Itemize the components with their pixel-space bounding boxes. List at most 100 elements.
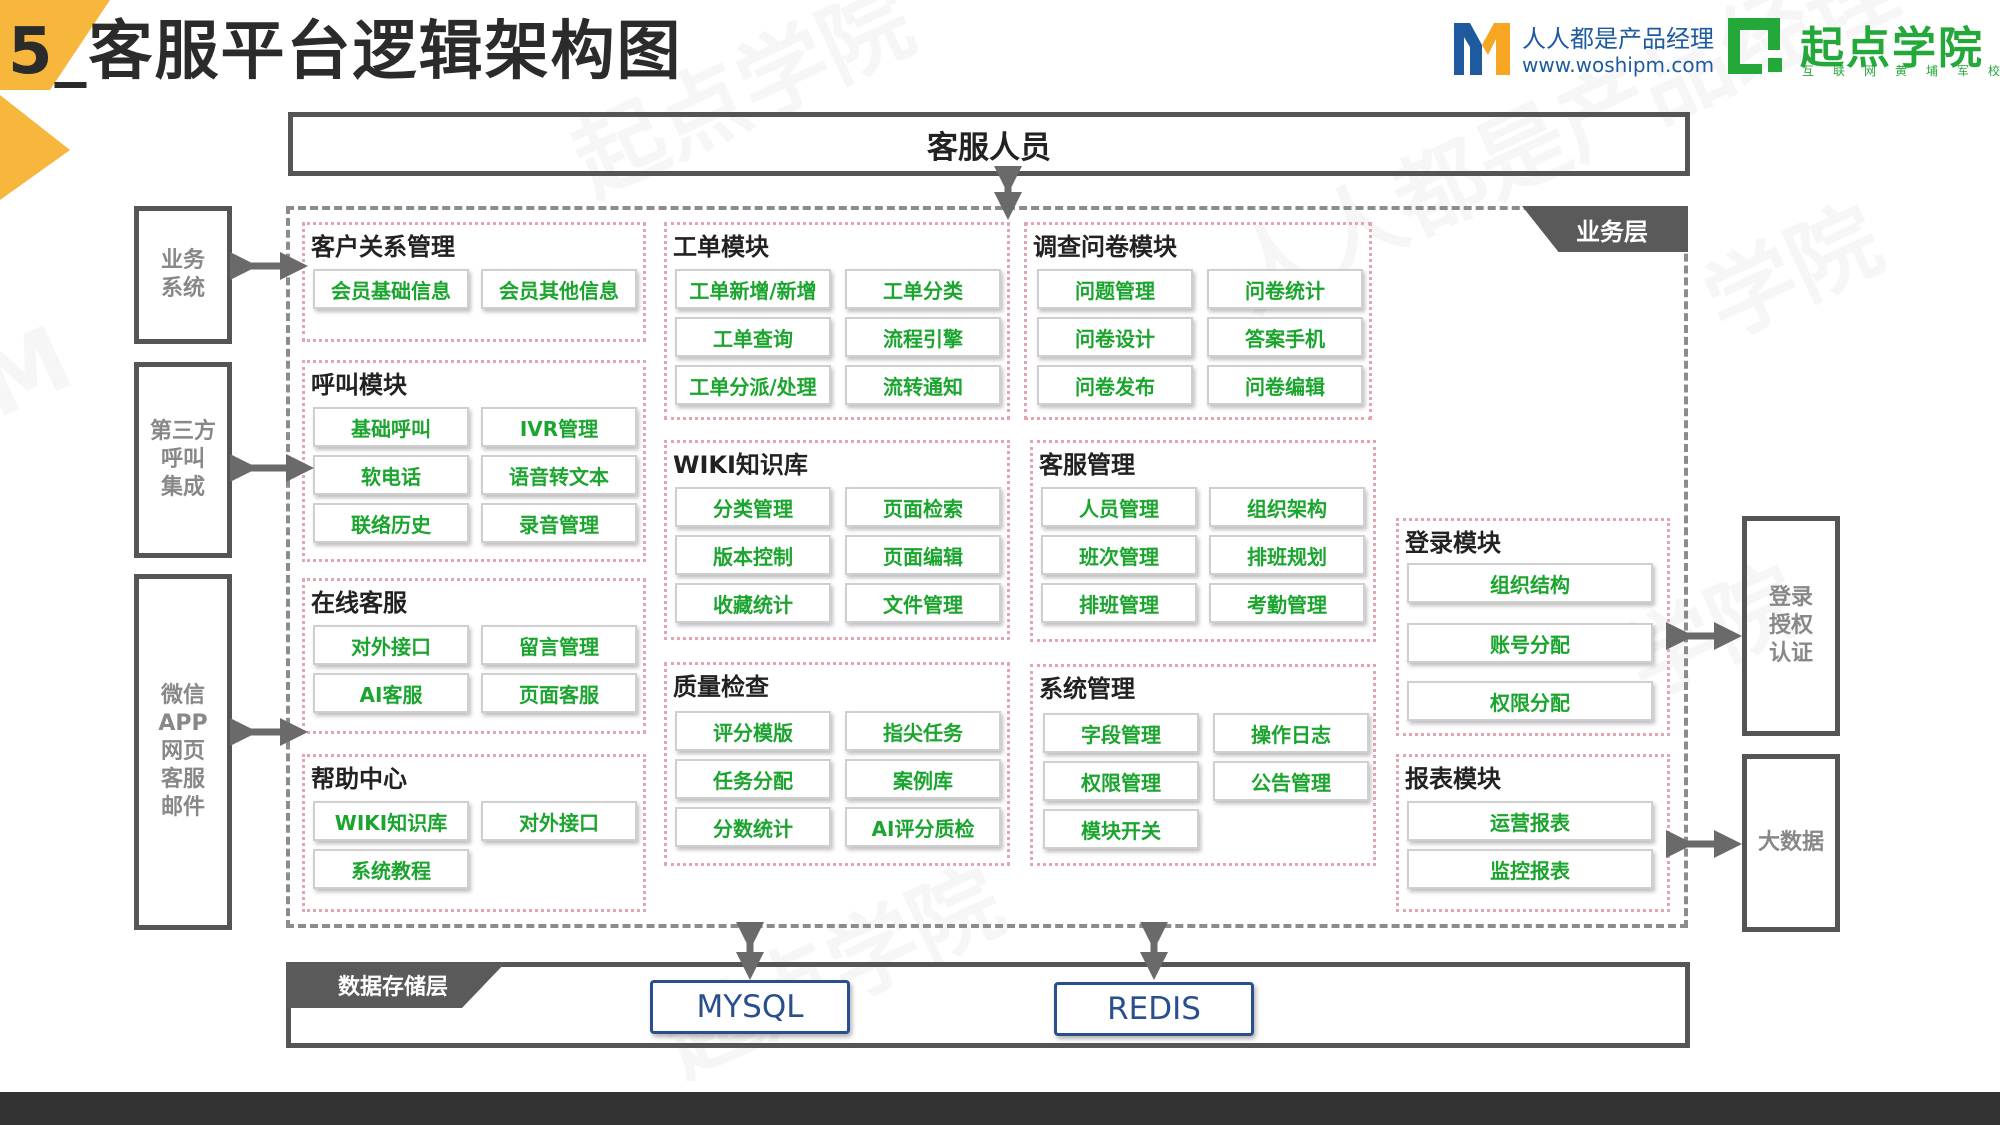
watermark: 学院 <box>1681 168 1899 362</box>
item-announcement[interactable]: 公告管理 <box>1213 761 1369 801</box>
item-page-search[interactable]: 页面检索 <box>845 487 1001 527</box>
module-login: 登录模块 组织结构 账号分配 权限分配 <box>1396 518 1670 736</box>
item-ticket-create[interactable]: 工单新增/新增 <box>675 269 831 309</box>
module-title: 质量检查 <box>673 673 769 701</box>
item-permission-assign[interactable]: 权限分配 <box>1407 681 1653 721</box>
business-layer-tag: 业务层 <box>1522 206 1688 252</box>
module-title: WIKI知识库 <box>673 451 808 479</box>
item-module-switch[interactable]: 模块开关 <box>1043 809 1199 849</box>
item-ticket-category[interactable]: 工单分类 <box>845 269 1001 309</box>
item-web-agent[interactable]: 页面客服 <box>481 673 637 713</box>
item-file-mgmt[interactable]: 文件管理 <box>845 583 1001 623</box>
item-favorite-stats[interactable]: 收藏统计 <box>675 583 831 623</box>
module-title: 登录模块 <box>1405 529 1501 557</box>
module-title: 报表模块 <box>1405 765 1501 793</box>
qidian-logo: 起点学院 互联网黄埔军校 <box>1722 12 2000 82</box>
item-ai-agent[interactable]: AI客服 <box>313 673 469 713</box>
module-report: 报表模块 运营报表 监控报表 <box>1396 754 1670 912</box>
item-fingertip-task[interactable]: 指尖任务 <box>845 711 1001 751</box>
item-field-mgmt[interactable]: 字段管理 <box>1043 713 1199 753</box>
module-help: 帮助中心 WIKI知识库 对外接口 系统教程 <box>302 754 646 912</box>
item-ops-report[interactable]: 运营报表 <box>1407 801 1653 841</box>
item-schedule-plan[interactable]: 排班规划 <box>1209 535 1365 575</box>
qidian-name: 起点学院 <box>1800 23 1984 74</box>
module-call: 呼叫模块 基础呼叫 IVR管理 软电话 语音转文本 联络历史 录音管理 <box>302 360 646 562</box>
item-version-control[interactable]: 版本控制 <box>675 535 831 575</box>
module-system: 系统管理 字段管理 操作日志 权限管理 公告管理 模块开关 <box>1030 664 1376 866</box>
item-org-structure[interactable]: 组织结构 <box>1407 563 1653 603</box>
redis-db: REDIS <box>1054 982 1254 1036</box>
item-question-mgmt[interactable]: 问题管理 <box>1037 269 1193 309</box>
page-title: 5_客服平台逻辑架构图 <box>8 15 683 89</box>
module-title: 工单模块 <box>673 233 769 261</box>
item-task-assign[interactable]: 任务分配 <box>675 759 831 799</box>
module-crm: 客户关系管理 会员基础信息 会员其他信息 <box>302 222 646 342</box>
item-survey-edit[interactable]: 问卷编辑 <box>1207 365 1363 405</box>
q-logo-icon <box>1728 18 1782 74</box>
woshipm-name: 人人都是产品经理 <box>1522 25 1714 53</box>
item-ticket-dispatch[interactable]: 工单分派/处理 <box>675 365 831 405</box>
item-speech-to-text[interactable]: 语音转文本 <box>481 455 637 495</box>
item-member-other-info[interactable]: 会员其他信息 <box>481 269 637 309</box>
business-system-box: 业务 系统 <box>134 206 232 344</box>
third-party-call-box: 第三方 呼叫 集成 <box>134 362 232 558</box>
item-shift-mgmt[interactable]: 班次管理 <box>1041 535 1197 575</box>
module-title: 客户关系管理 <box>311 233 455 261</box>
item-message[interactable]: 留言管理 <box>481 625 637 665</box>
item-category-mgmt[interactable]: 分类管理 <box>675 487 831 527</box>
item-attendance[interactable]: 考勤管理 <box>1209 583 1365 623</box>
item-survey-design[interactable]: 问卷设计 <box>1037 317 1193 357</box>
item-answer-collect[interactable]: 答案手机 <box>1207 317 1363 357</box>
item-workflow-engine[interactable]: 流程引擎 <box>845 317 1001 357</box>
item-staff-mgmt[interactable]: 人员管理 <box>1041 487 1197 527</box>
item-ticket-query[interactable]: 工单查询 <box>675 317 831 357</box>
item-flow-notify[interactable]: 流转通知 <box>845 365 1001 405</box>
mysql-db: MYSQL <box>650 980 850 1034</box>
m-logo-icon <box>1454 23 1510 75</box>
module-wiki: WIKI知识库 分类管理 页面检索 版本控制 页面编辑 收藏统计 文件管理 <box>664 440 1010 640</box>
module-title: 调查问卷模块 <box>1033 233 1177 261</box>
module-ticket: 工单模块 工单新增/新增 工单分类 工单查询 流程引擎 工单分派/处理 流转通知 <box>664 222 1010 420</box>
qidian-slogan: 互联网黄埔军校 <box>1802 64 2000 78</box>
customer-service-staff-box: 客服人员 <box>288 112 1690 176</box>
module-survey: 调查问卷模块 问题管理 问卷统计 问卷设计 答案手机 问卷发布 问卷编辑 <box>1024 222 1372 420</box>
woshipm-url: www.woshipm.com <box>1522 53 1715 77</box>
watermark: M <box>0 306 88 439</box>
module-title: 客服管理 <box>1039 451 1135 479</box>
item-score-template[interactable]: 评分模版 <box>675 711 831 751</box>
item-permission-mgmt[interactable]: 权限管理 <box>1043 761 1199 801</box>
item-survey-publish[interactable]: 问卷发布 <box>1037 365 1193 405</box>
item-ai-qa[interactable]: AI评分质检 <box>845 807 1001 847</box>
woshipm-logo: 人人都是产品经理 www.woshipm.com <box>1450 15 1714 81</box>
item-score-stats[interactable]: 分数统计 <box>675 807 831 847</box>
login-auth-box: 登录 授权 认证 <box>1742 516 1840 736</box>
big-data-box: 大数据 <box>1742 754 1840 932</box>
module-online: 在线客服 对外接口 留言管理 AI客服 页面客服 <box>302 578 646 734</box>
item-recording[interactable]: 录音管理 <box>481 503 637 543</box>
item-survey-stats[interactable]: 问卷统计 <box>1207 269 1363 309</box>
item-contact-history[interactable]: 联络历史 <box>313 503 469 543</box>
item-wiki[interactable]: WIKI知识库 <box>313 801 469 841</box>
item-account-assign[interactable]: 账号分配 <box>1407 623 1653 663</box>
module-title: 呼叫模块 <box>311 371 407 399</box>
item-schedule-mgmt[interactable]: 排班管理 <box>1041 583 1197 623</box>
item-ivr[interactable]: IVR管理 <box>481 407 637 447</box>
item-page-edit[interactable]: 页面编辑 <box>845 535 1001 575</box>
item-external-api[interactable]: 对外接口 <box>313 625 469 665</box>
corner-accent-shape <box>0 0 110 200</box>
item-monitor-report[interactable]: 监控报表 <box>1407 849 1653 889</box>
item-basic-call[interactable]: 基础呼叫 <box>313 407 469 447</box>
channels-box: 微信 APP 网页 客服 邮件 <box>134 574 232 930</box>
module-agent-mgmt: 客服管理 人员管理 组织架构 班次管理 排班规划 排班管理 考勤管理 <box>1030 440 1376 642</box>
bottom-bar <box>0 1092 2000 1125</box>
item-operation-log[interactable]: 操作日志 <box>1213 713 1369 753</box>
storage-layer-tag: 数据存储层 <box>286 962 506 1008</box>
item-org-structure[interactable]: 组织架构 <box>1209 487 1365 527</box>
item-case-library[interactable]: 案例库 <box>845 759 1001 799</box>
item-member-basic-info[interactable]: 会员基础信息 <box>313 269 469 309</box>
item-softphone[interactable]: 软电话 <box>313 455 469 495</box>
module-title: 帮助中心 <box>311 765 407 793</box>
storage-layer-frame <box>286 962 1690 1048</box>
item-tutorial[interactable]: 系统教程 <box>313 849 469 889</box>
item-external-api[interactable]: 对外接口 <box>481 801 637 841</box>
